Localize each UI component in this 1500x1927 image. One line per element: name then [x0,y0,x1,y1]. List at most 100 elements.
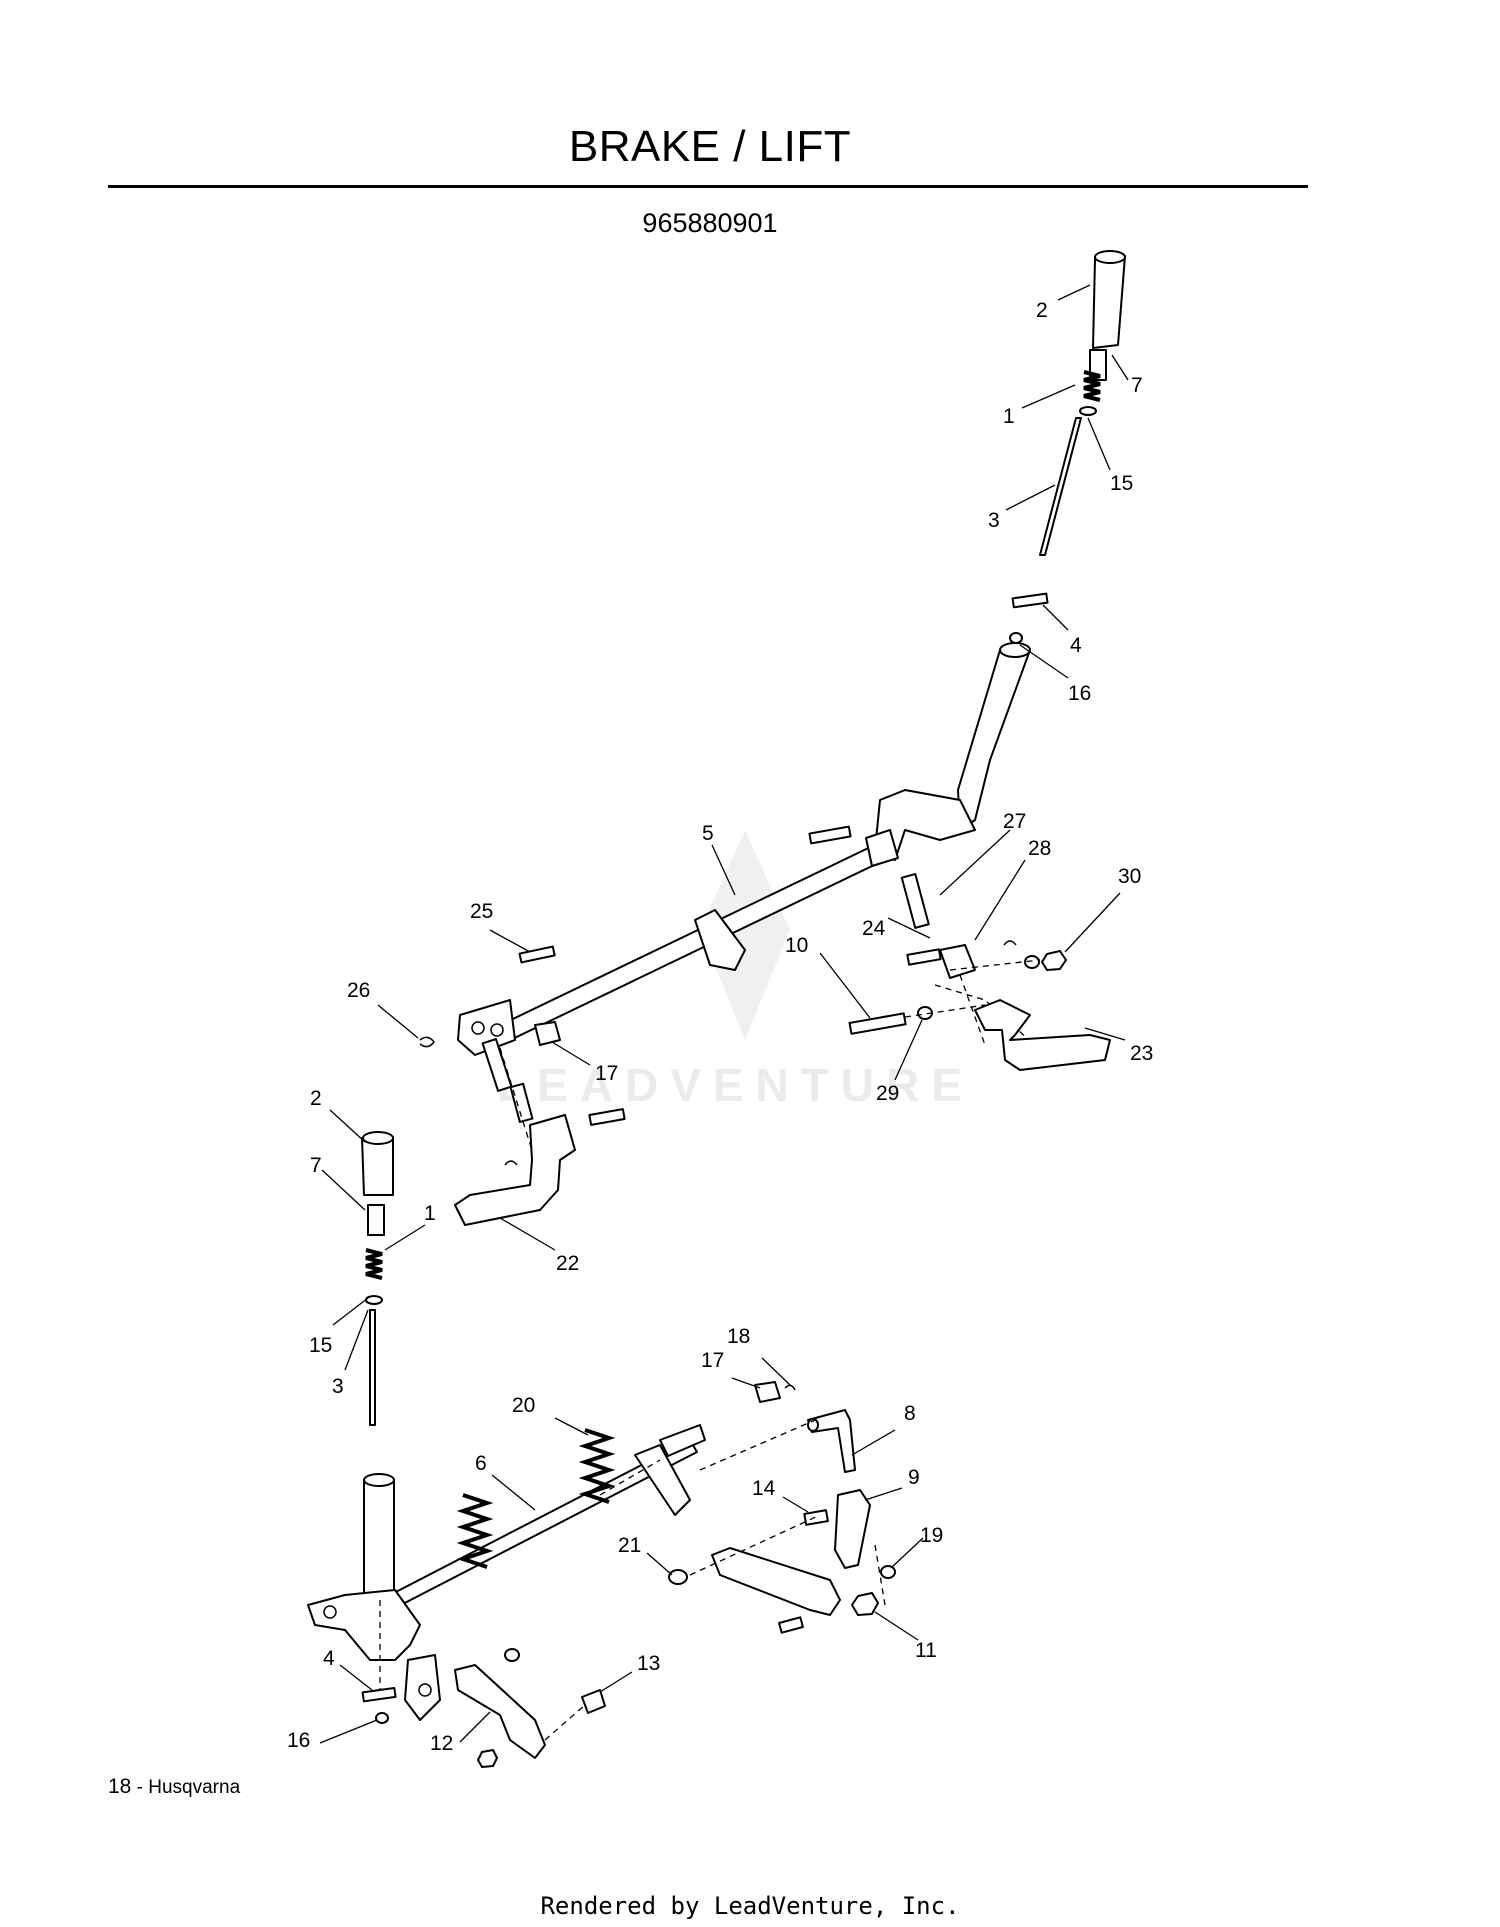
callout-23: 23 [1130,1042,1153,1065]
washer-12a-part-icon [504,1648,520,1662]
nut-11-part-icon [851,1592,879,1616]
leader-lines [319,284,1129,1744]
brake-pedal-23-part-icon [974,999,1111,1071]
pin-27-part-icon [900,873,930,929]
bolt-24-part-icon [906,948,942,966]
callout-labels: 2 7 1 15 3 4 16 5 27 28 30 25 24 26 10 1… [287,299,1153,1755]
spring-left-part-icon [456,1493,494,1569]
callout-8: 8 [904,1402,916,1425]
callout-bot-3: 3 [332,1375,344,1398]
callout-bot-2: 2 [310,1087,322,1110]
rod-part-icon [1039,417,1082,556]
bushing-17-part-icon [534,1021,561,1046]
bolt-14-part-icon [803,1509,829,1526]
brake-shaft-arm-part-icon [634,1444,691,1516]
callout-bot-1: 1 [424,1202,436,1225]
bolt-22a-part-icon [588,1108,626,1126]
nut-19-part-icon [880,1565,896,1579]
callout-24: 24 [862,917,886,940]
callout-bot-15: 15 [309,1334,332,1357]
pin-left-part-icon [481,1038,513,1092]
brake-plate-9-part-icon [834,1489,871,1569]
top-lift-handle-assembly [874,250,1126,861]
page-footer: 18 - Husqvarna [108,1775,240,1799]
rendered-by-credit: Rendered by LeadVenture, Inc. [540,1892,960,1920]
callout-top-7: 7 [1131,374,1143,397]
callout-top-3: 3 [988,509,1000,532]
pedal-arm-left-part-icon [404,1654,441,1721]
callout-26: 26 [347,979,370,1002]
callout-22: 22 [556,1252,579,1275]
nut-lower-16-part-icon [375,1712,389,1724]
clevis-13-part-icon [581,1689,606,1714]
washer-30a-part-icon [1024,955,1040,969]
bolt-part-icon [808,825,852,845]
nut-part-icon [1009,632,1023,644]
brake-bracket-part-icon [307,1589,421,1661]
lift-pedal-22-part-icon [454,1114,576,1226]
callout-top-16: 16 [1068,682,1091,705]
callout-top-15: 15 [1110,472,1133,495]
clevis-28-part-icon [939,944,976,979]
sleeve-lower-part-icon [367,1204,385,1236]
grip-lower-part-icon [361,1131,394,1196]
spring-part-icon [1083,370,1101,402]
callout-21: 21 [618,1534,641,1557]
leadventure-watermark: LEADVENTURE [497,830,974,1111]
link-rod-8-part-icon [807,1409,856,1473]
brake-strap-part-icon [711,1547,841,1616]
spring-lower-part-icon [365,1248,383,1280]
callout-6: 6 [475,1452,487,1475]
bolt-10-part-icon [848,1012,907,1035]
bushing-17-lower-part-icon [754,1381,781,1403]
watermark-logo-icon [700,830,790,1040]
grip-part-icon [1092,250,1126,349]
lift-tube-part-icon [957,649,1031,831]
callout-13: 13 [637,1652,660,1675]
right-hardware-group [848,873,1111,1071]
callout-bot-7: 7 [310,1154,322,1177]
nut-30-part-icon [1041,950,1067,971]
callout-18: 18 [727,1325,750,1348]
bolt-strap-part-icon [778,1616,804,1634]
callout-25: 25 [470,900,493,923]
pin-25-part-icon [518,945,556,964]
title-rule [108,185,1308,188]
callout-11: 11 [915,1639,937,1662]
shaft-hub-right-part-icon [865,829,899,867]
callout-top-2: 2 [1036,299,1048,322]
left-hardware-group [419,945,626,1226]
spring-20-part-icon [578,1428,616,1504]
footer-separator: - [131,1777,149,1798]
callout-bot-17: 17 [701,1349,724,1372]
callout-28: 28 [1028,837,1051,860]
callout-14: 14 [752,1477,776,1500]
washer-part-icon [1079,406,1097,416]
callout-29: 29 [876,1082,899,1105]
page-title: BRAKE / LIFT [568,122,852,171]
brand-name: Husqvarna [148,1777,241,1798]
shaft-arm-part-icon [694,909,746,971]
callout-19: 19 [920,1524,943,1547]
callout-bot-16: 16 [287,1729,310,1752]
pin-part-icon [1011,592,1049,609]
callout-9: 9 [908,1466,920,1489]
model-number: 965880901 [642,208,778,238]
page-number: 18 [108,1775,132,1798]
callout-30: 30 [1118,865,1141,888]
callout-27: 27 [1003,810,1026,833]
callout-top-4: 4 [1070,634,1082,657]
callout-mid-17: 17 [595,1062,618,1085]
shaft-end-part-icon [659,1424,706,1457]
nut-bottom-part-icon [477,1749,498,1768]
watermark-text: LEADVENTURE [497,1059,974,1111]
callout-20: 20 [512,1394,535,1417]
callout-12: 12 [430,1732,453,1755]
rod-lower-part-icon [369,1309,376,1426]
washer-lower-part-icon [365,1295,383,1305]
pin-lower-4-part-icon [361,1686,397,1703]
washer-21-part-icon [668,1569,688,1585]
callout-bot-4: 4 [323,1647,335,1670]
lift-shaft-part-icon [489,839,896,1046]
